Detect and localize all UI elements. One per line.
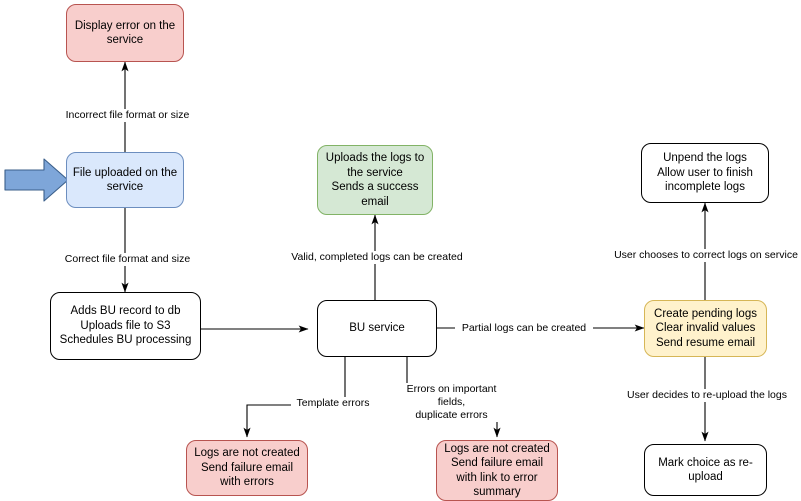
- node-unpend-logs-label: Unpend the logs Allow user to finish inc…: [657, 152, 753, 194]
- node-logs-not-created-summary[interactable]: Logs are not created Send failure email …: [436, 440, 558, 501]
- node-create-pending-logs-label: Create pending logs Clear invalid values…: [654, 307, 757, 349]
- node-file-uploaded[interactable]: File uploaded on the service: [66, 152, 184, 208]
- edge-label-incorrect-file: Incorrect file format or size: [57, 109, 198, 122]
- node-adds-bu-record-label: Adds BU record to db Uploads file to S3 …: [59, 305, 192, 347]
- edge-label-correct-on-service: User chooses to correct logs on service: [607, 249, 801, 262]
- edge-label-valid-logs: Valid, completed logs can be created: [283, 251, 471, 264]
- node-bu-service[interactable]: BU service: [317, 300, 437, 357]
- node-logs-not-created-errors-label: Logs are not created Send failure email …: [194, 447, 300, 489]
- edge-label-template-errors: Template errors: [291, 397, 375, 410]
- node-create-pending-logs[interactable]: Create pending logs Clear invalid values…: [644, 300, 767, 357]
- node-mark-choice-label: Mark choice as re- upload: [658, 456, 753, 484]
- node-unpend-logs[interactable]: Unpend the logs Allow user to finish inc…: [641, 143, 769, 203]
- node-file-uploaded-label: File uploaded on the service: [72, 166, 178, 194]
- start-block-arrow-shape: [4, 158, 69, 202]
- node-bu-service-label: BU service: [349, 322, 405, 335]
- node-logs-not-created-errors[interactable]: Logs are not created Send failure email …: [186, 440, 308, 496]
- edge-label-correct-file: Correct file format and size: [58, 253, 197, 266]
- node-uploads-logs-label: Uploads the logs to the service Sends a …: [325, 152, 425, 208]
- node-logs-not-created-summary-label: Logs are not created Send failure email …: [444, 442, 550, 499]
- node-display-error[interactable]: Display error on the service: [66, 4, 184, 62]
- edge-label-reupload: User decides to re-upload the logs: [620, 389, 794, 402]
- edge-label-important-errors: Errors on important fields, duplicate er…: [392, 383, 511, 422]
- node-uploads-logs[interactable]: Uploads the logs to the service Sends a …: [317, 145, 433, 215]
- node-adds-bu-record[interactable]: Adds BU record to db Uploads file to S3 …: [50, 292, 201, 360]
- node-mark-choice[interactable]: Mark choice as re- upload: [644, 444, 767, 496]
- node-display-error-label: Display error on the service: [74, 19, 176, 47]
- edge-label-partial-logs: Partial logs can be created: [455, 322, 593, 335]
